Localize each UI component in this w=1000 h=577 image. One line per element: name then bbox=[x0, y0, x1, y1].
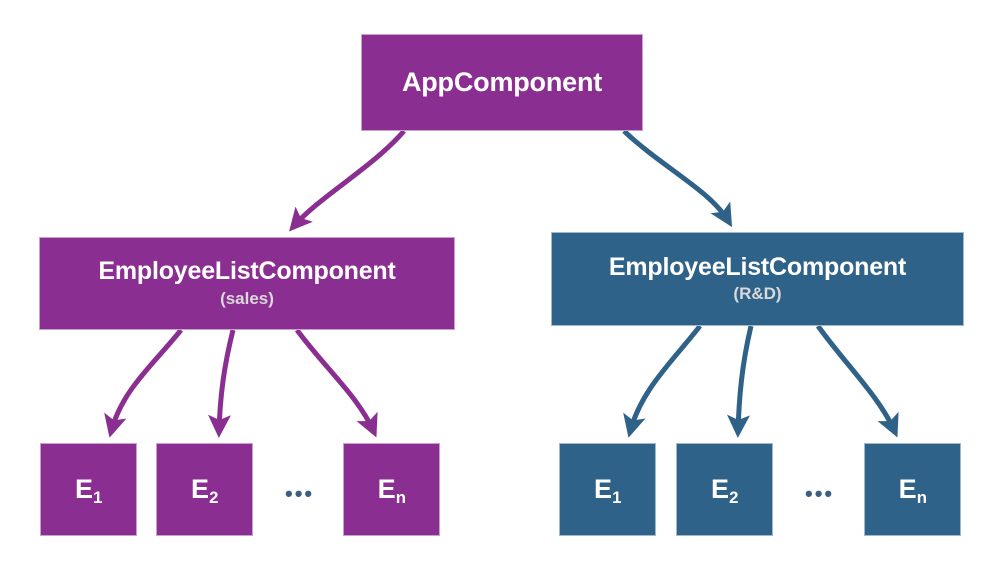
node-employee-list-sales-label: EmployeeListComponent bbox=[98, 257, 396, 286]
edge-rnd-to-e2 bbox=[726, 325, 754, 438]
node-employee-right-1[interactable]: E1 bbox=[559, 443, 656, 536]
node-employee-left-1-subscript: 1 bbox=[93, 487, 103, 507]
node-employee-list-rnd[interactable]: EmployeeListComponent (R&D) bbox=[551, 232, 964, 326]
node-employee-list-rnd-label: EmployeeListComponent bbox=[608, 252, 907, 281]
edge-root-to-sales bbox=[289, 129, 406, 232]
edge-sales-to-en bbox=[294, 328, 378, 438]
node-employee-right-n-label: En bbox=[898, 473, 927, 507]
node-employee-left-1-label: E1 bbox=[75, 473, 103, 507]
node-employee-list-rnd-subtitle: (R&D) bbox=[733, 284, 782, 304]
node-employee-left-2-subscript: 2 bbox=[209, 487, 219, 507]
node-employee-right-2[interactable]: E2 bbox=[676, 443, 773, 536]
node-employee-right-n-subscript: n bbox=[916, 487, 927, 507]
node-employee-right-1-subscript: 1 bbox=[612, 487, 622, 507]
edge-rnd-to-e1 bbox=[623, 324, 702, 438]
node-employee-left-1[interactable]: E1 bbox=[40, 443, 137, 536]
node-employee-right-n[interactable]: En bbox=[864, 443, 961, 536]
node-employee-left-2[interactable]: E2 bbox=[156, 443, 253, 536]
node-employee-right-2-label: E2 bbox=[711, 473, 739, 507]
node-employee-left-2-label: E2 bbox=[191, 473, 219, 507]
node-app-component[interactable]: AppComponent bbox=[361, 34, 643, 131]
node-app-component-label: AppComponent bbox=[401, 66, 603, 97]
ellipsis-right: ••• bbox=[805, 481, 835, 506]
edge-rnd-to-en bbox=[815, 324, 899, 438]
edge-sales-to-e2 bbox=[207, 329, 236, 438]
ellipsis-left: ••• bbox=[285, 481, 315, 506]
node-employee-left-n[interactable]: En bbox=[343, 443, 440, 536]
node-employee-left-n-subscript: n bbox=[395, 487, 406, 507]
node-employee-list-sales-subtitle: (sales) bbox=[220, 288, 274, 308]
edge-root-to-rnd bbox=[622, 129, 733, 228]
node-employee-list-sales[interactable]: EmployeeListComponent (sales) bbox=[39, 237, 455, 330]
node-employee-right-2-subscript: 2 bbox=[729, 487, 739, 507]
node-employee-left-n-label: En bbox=[377, 473, 406, 507]
node-employee-right-1-label: E1 bbox=[594, 473, 622, 507]
edge-sales-to-e1 bbox=[104, 328, 183, 438]
